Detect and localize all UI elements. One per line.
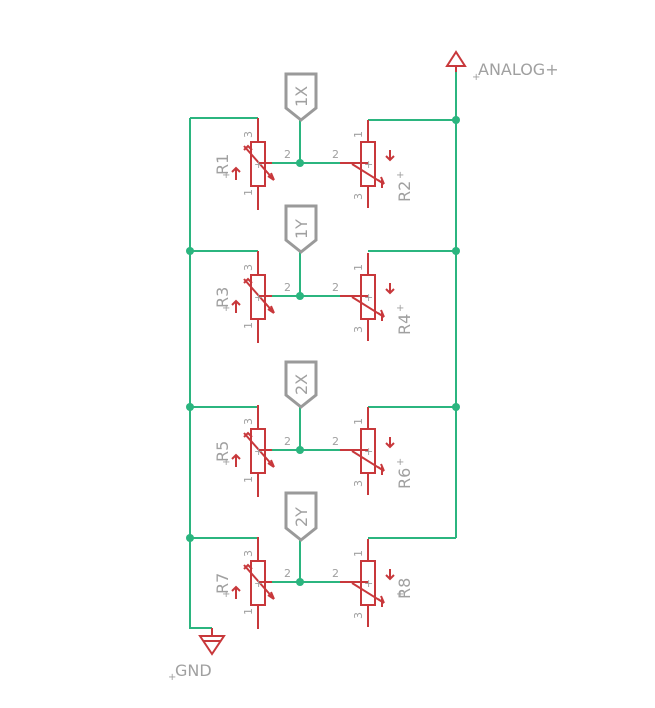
resistor-plus: + — [254, 158, 263, 171]
resistor-r5: + 3 2 1 + R5 — [213, 405, 291, 497]
port-2y: 2Y — [284, 491, 318, 542]
pin-top: 3 — [242, 264, 255, 271]
ref-tick: + — [396, 170, 404, 181]
pin-bottom: 1 — [242, 322, 255, 329]
port-label: 1Y — [292, 219, 311, 239]
supply-arrow-icon — [445, 50, 467, 72]
resistor-r7: + 3 2 1 + R7 — [213, 537, 291, 629]
pin-top: 3 — [242, 418, 255, 425]
gnd-rail — [189, 118, 212, 629]
port-flag-shape — [284, 72, 318, 122]
wires — [189, 70, 457, 629]
pin-bottom: 3 — [352, 612, 365, 619]
pin-top: 1 — [352, 418, 365, 425]
pin-wiper: 2 — [284, 148, 291, 161]
pin-bottom: 1 — [242, 189, 255, 196]
pin-wiper: 2 — [332, 567, 339, 580]
pin-top: 1 — [352, 131, 365, 138]
junction — [296, 578, 304, 586]
net-2x — [272, 405, 340, 451]
port-1x: 1X — [284, 72, 318, 122]
junctions — [186, 116, 460, 586]
resistor-plus: + — [364, 158, 373, 171]
resistor-r1: + 3 2 1 + R1 — [213, 118, 291, 210]
ref-tick: + — [222, 170, 230, 181]
port-label: 2X — [292, 374, 311, 395]
ref-label: R1 — [213, 154, 232, 175]
junction — [186, 403, 194, 411]
port-flag-shape — [284, 360, 318, 409]
ref-label: R7 — [213, 573, 232, 594]
pin-wiper: 2 — [284, 435, 291, 448]
ref-label: R6 — [395, 468, 414, 489]
junction — [186, 247, 194, 255]
net-2y — [272, 540, 340, 583]
ref-label: R4 — [395, 314, 414, 335]
pin-wiper: 2 — [284, 281, 291, 294]
junction — [452, 403, 460, 411]
pin-wiper: 2 — [332, 435, 339, 448]
ref-tick: + — [396, 303, 404, 314]
port-label: 1X — [292, 86, 311, 107]
ref-tick: + — [222, 303, 230, 314]
resistor-plus: + — [254, 577, 263, 590]
pin-bottom: 3 — [352, 480, 365, 487]
pin-wiper: 2 — [332, 281, 339, 294]
supply-symbol: + ANALOG+ — [445, 50, 559, 83]
pin-bottom: 1 — [242, 608, 255, 615]
port-label: 2Y — [292, 507, 311, 527]
resistor-plus: + — [254, 291, 263, 304]
port-1y: 1Y — [284, 204, 318, 254]
ground-tick: + — [168, 672, 176, 683]
pin-top: 1 — [352, 264, 365, 271]
junction — [296, 446, 304, 454]
ref-label: R5 — [213, 441, 232, 462]
pin-top: 1 — [352, 550, 365, 557]
ground-label: GND — [175, 661, 212, 680]
ref-tick: + — [396, 589, 404, 600]
resistor-r4: + 1 2 3 + R4 — [332, 253, 414, 341]
ref-label: R2 — [395, 181, 414, 202]
pin-wiper: 2 — [284, 567, 291, 580]
pin-top: 3 — [242, 550, 255, 557]
junction — [452, 247, 460, 255]
junction — [296, 292, 304, 300]
ground-symbol: + GND — [168, 628, 226, 683]
ref-tick: + — [396, 457, 404, 468]
pin-top: 3 — [242, 131, 255, 138]
net-1y — [272, 250, 340, 297]
resistor-r6: + 1 2 3 + R6 — [332, 407, 414, 495]
resistor-plus: + — [364, 445, 373, 458]
junction — [296, 159, 304, 167]
resistor-plus: + — [364, 577, 373, 590]
resistor-r2: + 1 2 3 + R2 — [332, 120, 414, 208]
ref-label: R3 — [213, 287, 232, 308]
net-1x — [272, 118, 340, 164]
supply-tick: + — [472, 72, 480, 83]
junction — [186, 534, 194, 542]
ground-arrow-icon — [198, 628, 226, 656]
supply-label: ANALOG+ — [478, 60, 559, 79]
resistor-plus: + — [364, 291, 373, 304]
resistor-r8: + 1 2 3 + R8 — [332, 539, 414, 627]
port-flag-shape — [284, 491, 318, 542]
pin-bottom: 1 — [242, 476, 255, 483]
junction — [452, 116, 460, 124]
resistor-r3: + 3 2 1 + R3 — [213, 251, 291, 343]
pin-bottom: 3 — [352, 193, 365, 200]
pin-bottom: 3 — [352, 326, 365, 333]
resistor-plus: + — [254, 445, 263, 458]
pin-wiper: 2 — [332, 148, 339, 161]
ref-tick: + — [222, 589, 230, 600]
port-2x: 2X — [284, 360, 318, 409]
ref-label: R8 — [395, 578, 414, 599]
ref-tick: + — [222, 457, 230, 468]
port-flag-shape — [284, 204, 318, 254]
